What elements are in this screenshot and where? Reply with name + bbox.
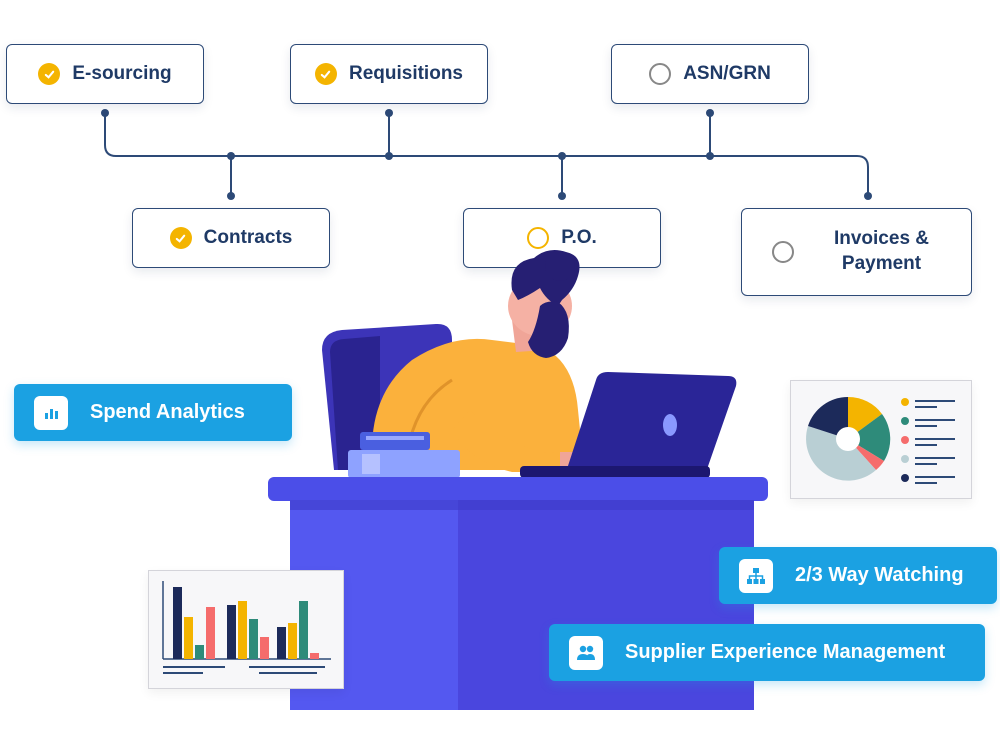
bar-chart-card [148, 570, 344, 689]
step-label: Requisitions [348, 62, 463, 84]
spend-analytics-label: Spend Analytics [90, 401, 245, 423]
step-asn-grn[interactable]: ASN/GRN [611, 44, 809, 104]
step-invoices-payment[interactable]: Invoices & Payment [741, 208, 972, 296]
users-icon [569, 635, 603, 670]
check-icon [314, 63, 337, 85]
check-icon [169, 227, 192, 249]
step-label: Contracts [203, 226, 293, 248]
step-contracts[interactable]: Contracts [132, 208, 330, 268]
check-icon [38, 63, 61, 85]
step-label: E-sourcing [72, 62, 172, 84]
step-requisitions[interactable]: Requisitions [290, 44, 488, 104]
way-watching-badge[interactable]: 2/3 Way Watching [719, 547, 997, 604]
bar-chart-icon [34, 395, 68, 430]
pending-circle-icon [649, 63, 672, 85]
step-label: P.O. [561, 226, 597, 248]
bar-chart-graphic [162, 581, 331, 674]
way-watching-label: 2/3 Way Watching [795, 564, 964, 586]
in-progress-circle-icon [527, 227, 550, 249]
step-e-sourcing[interactable]: E-sourcing [6, 44, 204, 104]
step-label: Invoices & Payment [833, 228, 930, 274]
supplier-experience-badge[interactable]: Supplier Experience Management [549, 624, 985, 681]
pie-chart-card [790, 380, 972, 499]
pending-circle-icon [771, 241, 794, 263]
step-label: ASN/GRN [683, 62, 771, 84]
pie-chart-graphic [806, 396, 955, 484]
hierarchy-icon [739, 558, 773, 593]
supplier-experience-label: Supplier Experience Management [625, 641, 946, 663]
spend-analytics-badge[interactable]: Spend Analytics [14, 384, 292, 441]
